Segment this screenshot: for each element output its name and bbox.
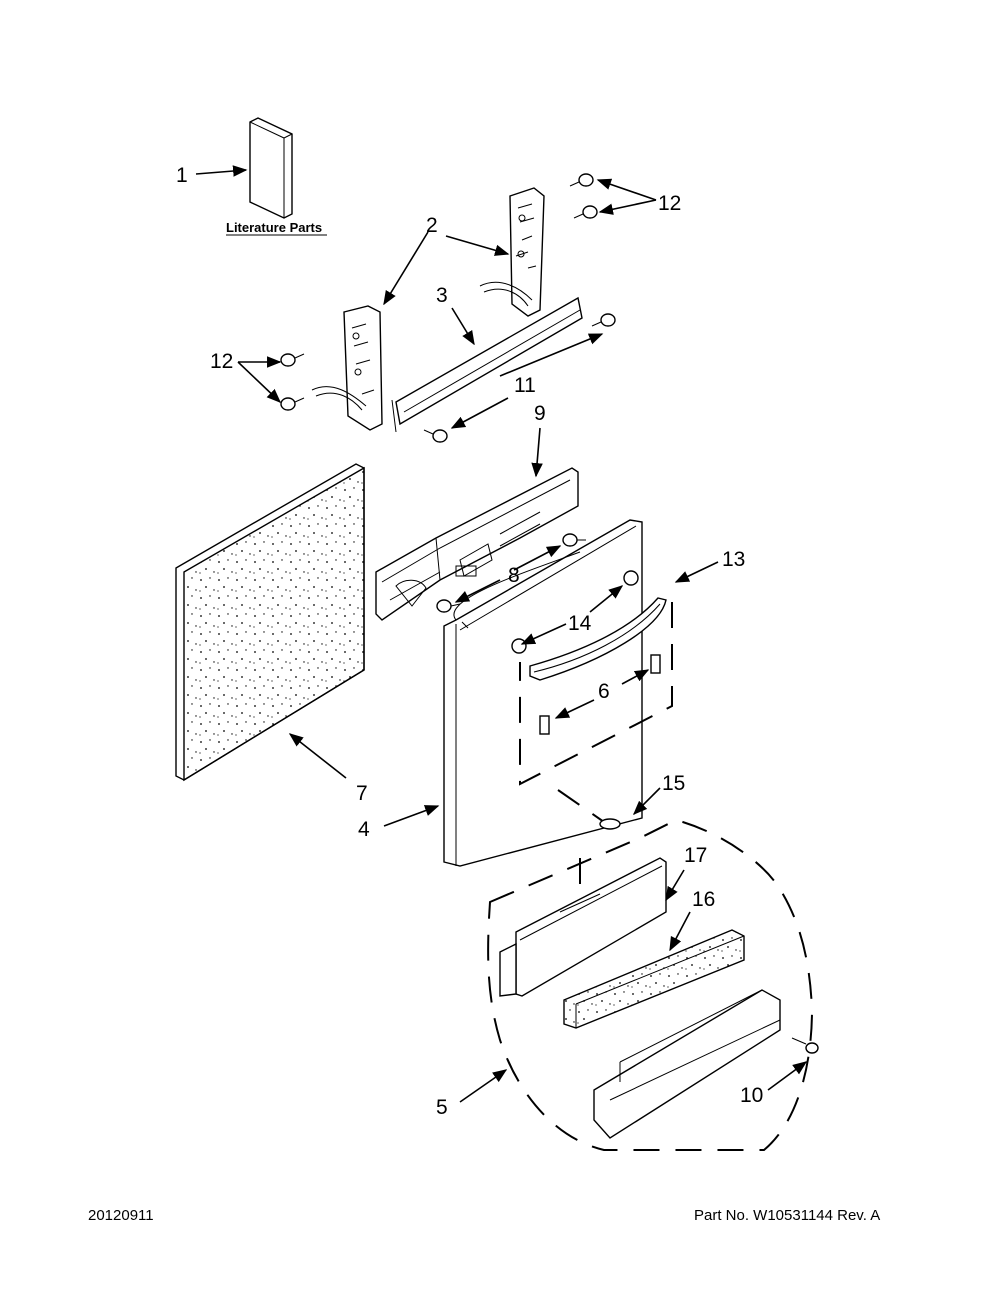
- callout-numbers: 1 2 3 4 5 6 7 8 9 10 11 12 12 13 14 15 1…: [176, 164, 763, 1119]
- screw-12-left-a: [280, 353, 305, 367]
- callout-16: 16: [692, 888, 715, 911]
- screw-11-left: [423, 429, 448, 443]
- inner-door-panel: [175, 463, 365, 782]
- callout-12-left: 12: [210, 350, 233, 373]
- callout-2: 2: [426, 214, 438, 237]
- screws: [280, 173, 616, 613]
- callout-10: 10: [740, 1084, 763, 1107]
- assembly-5-outline: [487, 818, 814, 1151]
- screw-12-top-b: [573, 205, 598, 219]
- callout-8: 8: [508, 564, 520, 587]
- toe-panel: [593, 989, 819, 1139]
- screw-8-right: [562, 533, 586, 547]
- literature-booklet: [249, 117, 293, 219]
- right-hinge-bracket: [479, 187, 545, 317]
- door-handle: [511, 570, 667, 735]
- date-code: 20120911: [88, 1207, 154, 1224]
- callout-1: 1: [176, 164, 188, 187]
- screw-12-left-b: [280, 397, 305, 411]
- outer-door-panel: [443, 519, 643, 867]
- callout-3: 3: [436, 284, 448, 307]
- plug-guide-line: [557, 789, 605, 823]
- callout-7: 7: [356, 782, 368, 805]
- left-hinge-bracket: [311, 305, 383, 431]
- screw-12-top-a: [569, 173, 594, 187]
- part-number: Part No. W10531144 Rev. A: [694, 1207, 881, 1224]
- callout-9: 9: [534, 402, 546, 425]
- support-bar: [391, 296, 583, 433]
- leader-lines: [195, 165, 808, 1103]
- literature-parts-label: Literature Parts: [226, 220, 322, 235]
- foam-strip: [563, 929, 745, 1029]
- callout-11: 11: [514, 374, 536, 397]
- callout-13: 13: [722, 548, 745, 571]
- callout-4: 4: [358, 818, 370, 841]
- handle-assembly-outline: [519, 602, 673, 786]
- control-module: [375, 467, 579, 621]
- screw-8-left: [436, 599, 461, 613]
- callout-12-top: 12: [658, 192, 681, 215]
- screw-11-right: [591, 313, 616, 327]
- plug: [599, 818, 621, 830]
- callout-6: 6: [598, 680, 610, 703]
- callout-17: 17: [684, 844, 707, 867]
- callout-14: 14: [568, 612, 592, 635]
- callout-5: 5: [436, 1096, 448, 1119]
- trim-panel: [499, 857, 667, 997]
- callout-15: 15: [662, 772, 685, 795]
